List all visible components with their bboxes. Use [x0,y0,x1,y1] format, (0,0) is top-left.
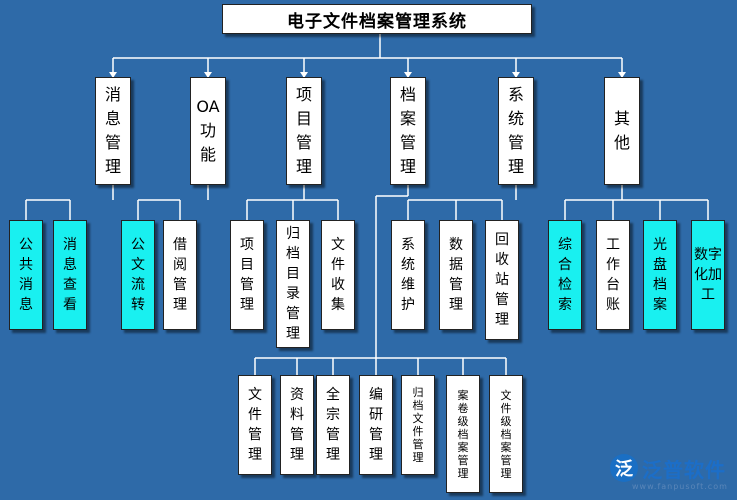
leaf-public-message: 公共消息 [9,220,43,330]
leaf-message-view: 消息查看 [53,220,87,330]
leaf-data-management: 数据管理 [439,220,473,330]
leaf-file-collection: 文件收集 [321,220,355,330]
leaf-recycle-bin: 回收站管理 [485,220,519,340]
leaf-work-ledger: 工作台账 [596,220,630,330]
leaf-cd-archive: 光盘档案 [643,220,677,330]
diagram-title: 电子文件档案管理系统 [222,4,532,34]
logo-name: 泛普软件 [642,458,726,482]
category-oa: OA功能 [190,77,226,185]
category-dangan: 档案管理 [390,77,426,185]
logo-url: www.fanpusoft.com [632,482,728,491]
leaf-compilation-management: 编研管理 [359,375,393,475]
fanpu-logo-icon: 泛 [610,454,638,482]
leaf-volume-archive-management: 案卷级档案管理 [446,375,480,493]
leaf-project-management: 项目管理 [230,220,264,330]
leaf-system-maintenance: 系统维护 [391,220,425,330]
category-xiangmu: 项目管理 [286,77,322,185]
brand-logo: 泛 泛普软件 www.fanpusoft.com [610,452,735,496]
leaf-document-flow: 公文流转 [121,220,155,330]
leaf-borrow-management: 借阅管理 [163,220,197,330]
leaf-comprehensive-search: 综合检索 [548,220,582,330]
leaf-material-management: 资料管理 [280,375,314,475]
category-xitong: 系统管理 [498,77,534,185]
leaf-archive-catalog: 归档目录管理 [276,220,310,348]
category-qita: 其他 [604,77,640,185]
category-xiaoxi: 消息管理 [95,77,131,185]
leaf-digitization: 数字化加工 [691,220,725,330]
leaf-file-level-archive-management: 文件级档案管理 [489,375,523,493]
leaf-file-management: 文件管理 [238,375,272,475]
leaf-archived-file-management: 归档文件管理 [401,375,435,475]
leaf-fonds-management: 全宗管理 [316,375,350,475]
